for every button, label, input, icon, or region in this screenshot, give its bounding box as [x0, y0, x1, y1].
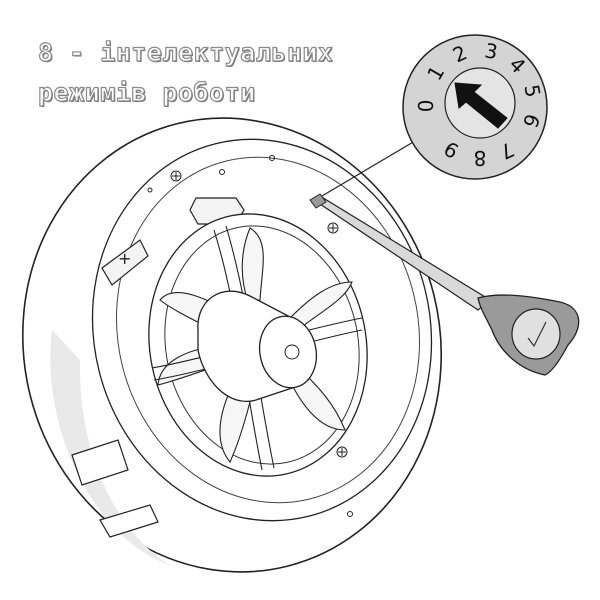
housing-rim-shadow [50, 330, 170, 565]
dial-digit-5: 5 [519, 83, 545, 100]
dial-digit-0: 0 [414, 100, 438, 113]
impeller [148, 213, 368, 477]
screw [170, 170, 182, 182]
housing-bottom-slot [99, 504, 159, 538]
screw [336, 446, 348, 458]
terminal-bracket [101, 239, 149, 286]
screwdriver [309, 193, 580, 376]
mount-hole [347, 511, 353, 517]
caption-line-1: 8 - інтелектуальних [37, 38, 334, 67]
screwdriver-tip [309, 193, 327, 209]
motor-shaft [284, 344, 300, 360]
fan-blade [289, 281, 353, 331]
mount-hole [269, 155, 275, 161]
screw [327, 222, 339, 234]
housing-recess [115, 156, 421, 504]
caption-line-2: режимів роботи [37, 78, 256, 107]
fan-blade [241, 227, 264, 303]
dial-digit-8: 8 [474, 146, 487, 170]
polarity-mark: + [118, 249, 131, 268]
leader-line [321, 137, 421, 197]
screwdriver-handle-cap [511, 308, 561, 360]
housing-cutout [71, 439, 129, 486]
mount-hole [147, 187, 153, 193]
dial-arrow-icon [454, 82, 508, 129]
screwdriver-handle-mark [527, 321, 547, 348]
mount-hole [219, 169, 225, 175]
dial-digit-3: 3 [483, 38, 500, 64]
